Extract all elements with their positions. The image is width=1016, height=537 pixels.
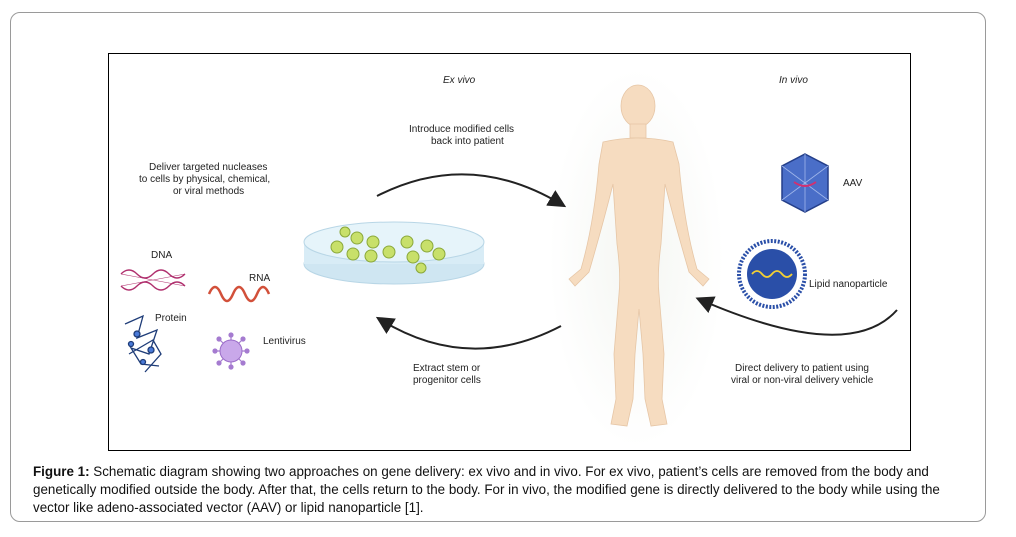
extract-label-line1: Extract stem or — [413, 363, 481, 374]
introduce-arrow — [376, 173, 567, 208]
protein-label: Protein — [155, 313, 187, 324]
dna-label: DNA — [151, 250, 173, 261]
introduce-label-line1: Introduce modified cells — [409, 124, 515, 135]
caption-text: Schematic diagram showing two approaches… — [33, 464, 940, 515]
protein-icon — [124, 314, 162, 373]
lentivirus-label: Lentivirus — [263, 336, 306, 347]
rna-icon — [207, 285, 271, 303]
direct-delivery-arrow — [695, 296, 898, 336]
aav-icon — [781, 153, 829, 213]
introduce-label-line2: back into patient — [431, 136, 504, 147]
direct-label-line2: viral or non-viral delivery vehicle — [731, 375, 874, 386]
in-vivo-title: In vivo — [779, 75, 808, 86]
extract-arrow — [375, 316, 562, 350]
aav-label: AAV — [843, 178, 863, 189]
modified-cells — [330, 226, 446, 274]
lentivirus-icon — [212, 332, 250, 370]
direct-label-line1: Direct delivery to patient using — [735, 363, 869, 374]
caption-prefix: Figure 1: — [33, 464, 90, 479]
diagram-svg — [120, 68, 898, 448]
figure-caption: Figure 1: Schematic diagram showing two … — [33, 463, 978, 517]
rna-label: RNA — [249, 273, 271, 284]
gene-delivery-diagram: Ex vivo In vivo Introduce modified cells… — [108, 53, 911, 451]
human-body-icon — [568, 84, 710, 427]
lipid-nanoparticle-icon — [737, 239, 807, 309]
figure-frame: Ex vivo In vivo Introduce modified cells… — [10, 12, 986, 522]
deliver-label-line3: or viral methods — [173, 186, 245, 197]
ex-vivo-title: Ex vivo — [443, 75, 476, 86]
dna-icon — [120, 269, 186, 291]
deliver-label-line2: to cells by physical, chemical, — [139, 174, 271, 185]
lipid-nanoparticle-label: Lipid nanoparticle — [809, 279, 888, 290]
extract-label-line2: progenitor cells — [413, 375, 481, 386]
deliver-label-line1: Deliver targeted nucleases — [149, 162, 268, 173]
